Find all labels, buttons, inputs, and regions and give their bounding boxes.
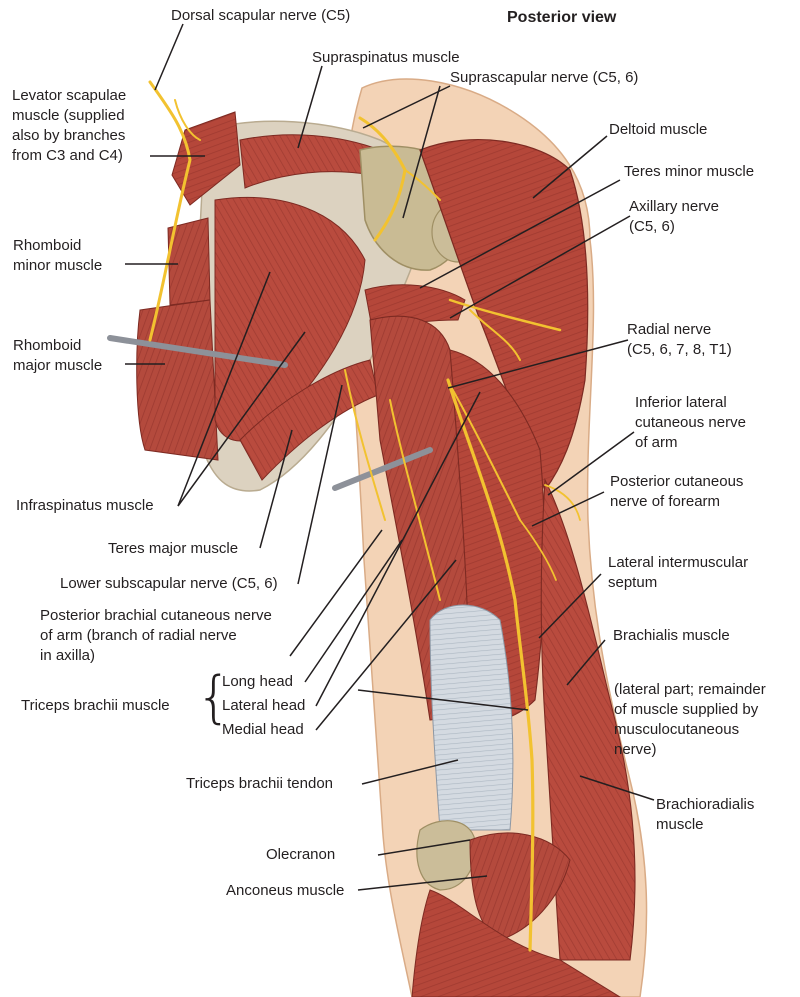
label-rhomboid-minor: Rhomboid minor muscle: [13, 237, 103, 274]
label-long-head: Long head: [222, 673, 293, 690]
label-teres-major-muscle: Teres major muscle: [108, 540, 239, 557]
label-inferior-lateral-cutaneous-nerve: Inferior lateral cutaneous nerve of arm: [635, 394, 746, 451]
label-lower-subscapular-nerve: Lower subscapular nerve (C5, 6): [60, 575, 278, 592]
label-levator-scapulae: Levator scapulae muscle (supplied also b…: [12, 87, 127, 164]
label-brachialis-muscle: Brachialis muscle: [613, 627, 730, 644]
olecranon-bone: [416, 820, 476, 891]
label-dorsal-scapular-nerve: Dorsal scapular nerve (C5): [171, 7, 351, 24]
label-triceps-brachii-muscle: Triceps brachii muscle: [21, 697, 170, 714]
label-infraspinatus-muscle: Infraspinatus muscle: [16, 497, 154, 514]
label-suprascapular-nerve: Suprascapular nerve (C5, 6): [450, 69, 639, 86]
anconeus-shape: [469, 832, 571, 941]
label-axillary-nerve: Axillary nerve (C5, 6): [629, 198, 720, 235]
leader-lines: [125, 23, 655, 891]
label-teres-minor-muscle: Teres minor muscle: [624, 163, 755, 180]
nerves: [148, 80, 581, 952]
retractor-upper: [107, 335, 288, 368]
label-posterior-cutaneous-nerve-forearm: Posterior cutaneous nerve of forearm: [610, 473, 744, 510]
rhomboid-major-shape: [136, 299, 219, 461]
label-radial-nerve: Radial nerve (C5, 6, 7, 8, T1): [627, 321, 732, 358]
triceps-tendon-shape: [429, 604, 514, 831]
levator-scapulae-shape: [171, 111, 241, 206]
label-brachialis-note: (lateral part; remainder of muscle suppl…: [614, 681, 766, 758]
label-anconeus-muscle: Anconeus muscle: [226, 882, 345, 899]
label-lateral-head: Lateral head: [222, 697, 306, 714]
brachialis-shape: [540, 477, 636, 961]
label-supraspinatus-muscle: Supraspinatus muscle: [312, 49, 460, 66]
label-medial-head: Medial head: [222, 721, 304, 738]
label-lateral-intermuscular-septum: Lateral intermuscular septum: [608, 554, 749, 591]
label-brachioradialis-muscle: Brachioradialis muscle: [656, 796, 755, 833]
label-rhomboid-major: Rhomboid major muscle: [13, 337, 103, 374]
retractor-lower: [332, 447, 433, 491]
forearm-muscles-shape: [411, 889, 621, 997]
label-deltoid-muscle: Deltoid muscle: [609, 121, 708, 138]
view-title: Posterior view: [507, 9, 617, 26]
label-olecranon: Olecranon: [266, 846, 336, 863]
label-triceps-brachii-tendon: Triceps brachii tendon: [186, 775, 334, 792]
label-posterior-brachial-cutaneous-nerve: Posterior brachial cutaneous nerve of ar…: [40, 607, 272, 664]
triceps-brace: {: [196, 665, 232, 730]
